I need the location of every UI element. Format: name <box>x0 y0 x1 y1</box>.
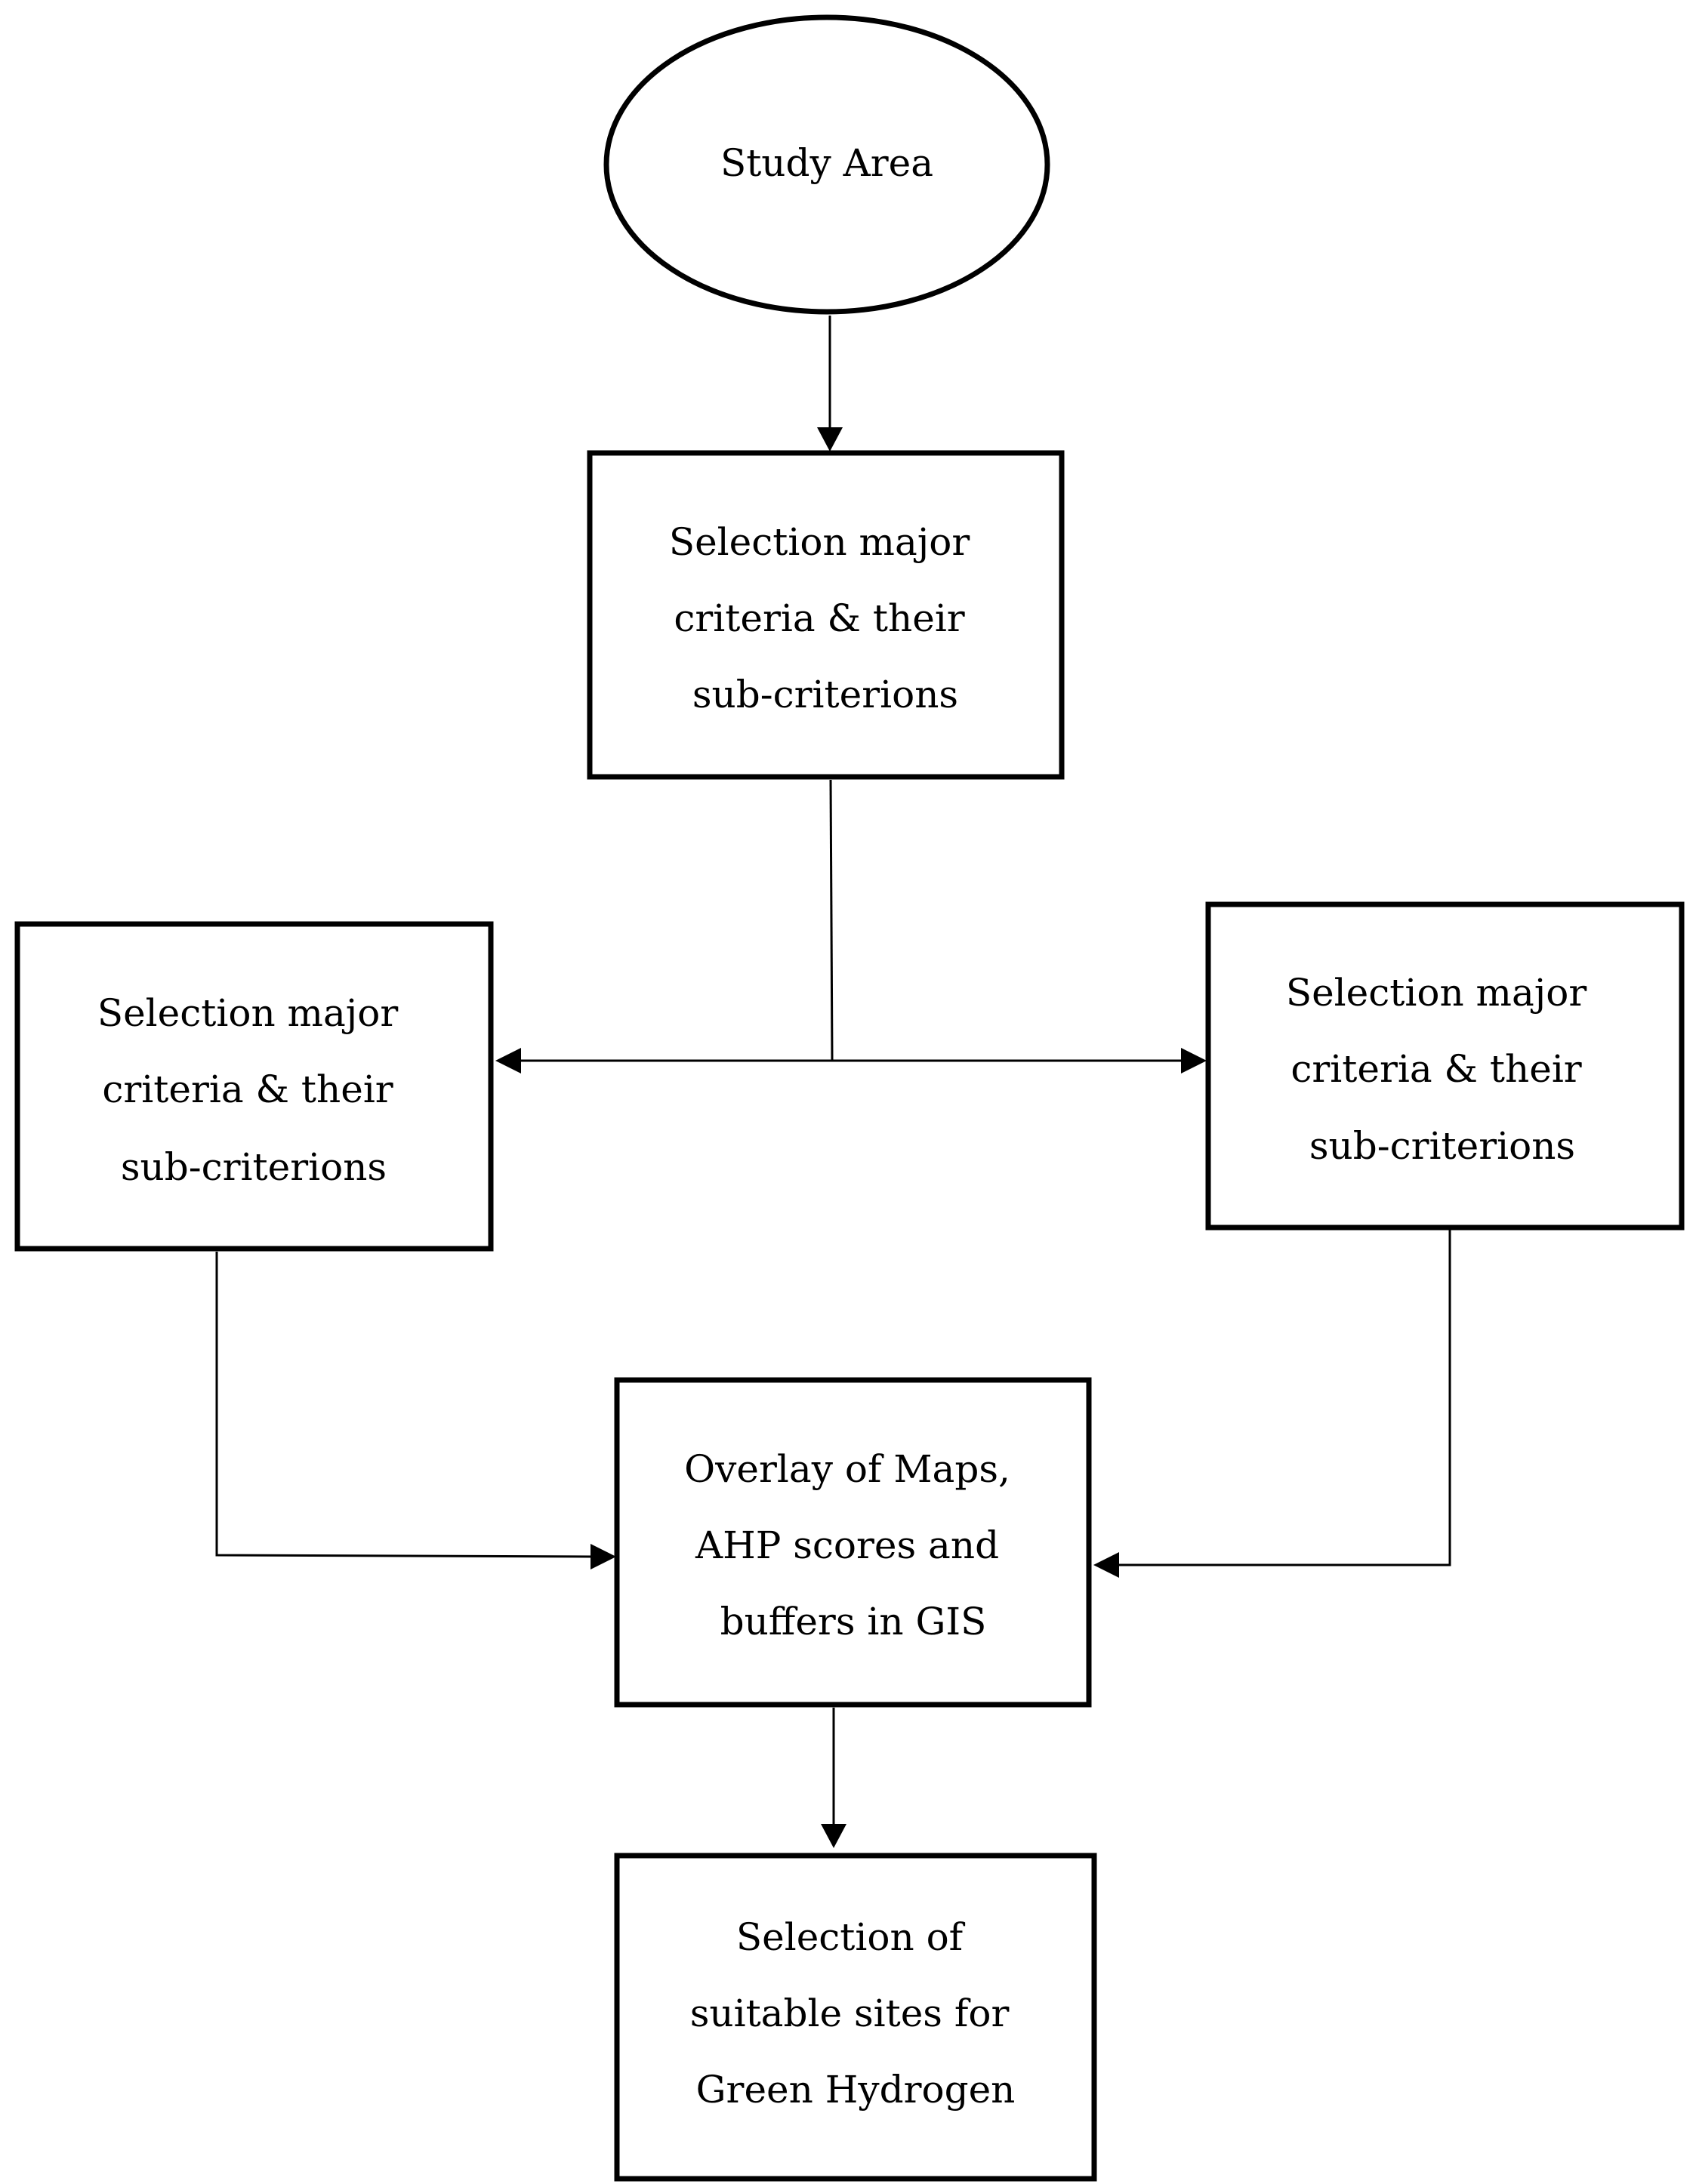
connector-top-down <box>829 779 834 1061</box>
final-selection-box <box>614 1853 1097 2182</box>
arrowhead-down-top <box>817 427 843 451</box>
overlay-label: Overlay of Maps, AHP scores and buffers … <box>684 1447 1022 1643</box>
selection-criteria-left-line-1: Selection major <box>97 991 399 1035</box>
connectors <box>215 316 1451 1848</box>
selection-criteria-top-line-2: criteria & their <box>674 596 964 640</box>
overlay-line-2: AHP scores and <box>695 1523 999 1567</box>
selection-criteria-top-box <box>587 450 1065 780</box>
arrowhead-right <box>1181 1048 1207 1074</box>
selection-criteria-top-line-3: sub-criterions <box>692 673 958 716</box>
arrowhead-into-overlay-left <box>591 1544 616 1569</box>
study-area-line-1: Study Area <box>720 141 933 185</box>
arrowhead-into-overlay-right <box>1093 1552 1119 1578</box>
selection-criteria-top-label: Selection major criteria & their sub-cri… <box>669 520 982 716</box>
selection-criteria-right-box <box>1205 901 1685 1231</box>
connector-right-to-overlay <box>1116 1229 1451 1566</box>
selection-criteria-top-node: Selection major criteria & their sub-cri… <box>587 450 1065 780</box>
selection-criteria-left-line-3: sub-criterions <box>121 1145 387 1189</box>
selection-criteria-left-node: Selection major criteria & their sub-cri… <box>14 921 494 1252</box>
selection-criteria-right-node: Selection major criteria & their sub-cri… <box>1205 901 1685 1231</box>
selection-criteria-right-line-1: Selection major <box>1286 971 1587 1015</box>
study-area-label: Study Area <box>720 141 933 185</box>
arrowhead-down-final <box>821 1824 846 1848</box>
selection-criteria-left-box <box>14 921 494 1252</box>
final-selection-node: Selection of suitable sites for Green Hy… <box>614 1853 1097 2182</box>
study-area-node: Study Area <box>603 14 1050 315</box>
overlay-line-1: Overlay of Maps, <box>684 1447 1010 1491</box>
final-selection-line-1: Selection of <box>736 1915 966 1959</box>
selection-criteria-top-line-1: Selection major <box>669 520 970 564</box>
selection-criteria-left-line-2: criteria & their <box>102 1067 393 1111</box>
final-selection-line-2: suitable sites for <box>690 1991 1010 2035</box>
overlay-box <box>614 1377 1092 1708</box>
selection-criteria-right-line-2: criteria & their <box>1291 1047 1581 1091</box>
connector-left-to-overlay <box>215 1252 594 1558</box>
selection-criteria-right-label: Selection major criteria & their sub-cri… <box>1286 971 1599 1168</box>
selection-criteria-left-label: Selection major criteria & their sub-cri… <box>97 991 410 1189</box>
overlay-node: Overlay of Maps, AHP scores and buffers … <box>614 1377 1092 1708</box>
final-selection-label: Selection of suitable sites for Green Hy… <box>690 1915 1022 2112</box>
overlay-line-3: buffers in GIS <box>720 1600 987 1643</box>
final-selection-line-3: Green Hydrogen <box>696 2068 1016 2112</box>
selection-criteria-right-line-3: sub-criterions <box>1309 1124 1575 1168</box>
study-area-ellipse <box>603 14 1050 315</box>
arrowhead-left <box>495 1048 521 1074</box>
